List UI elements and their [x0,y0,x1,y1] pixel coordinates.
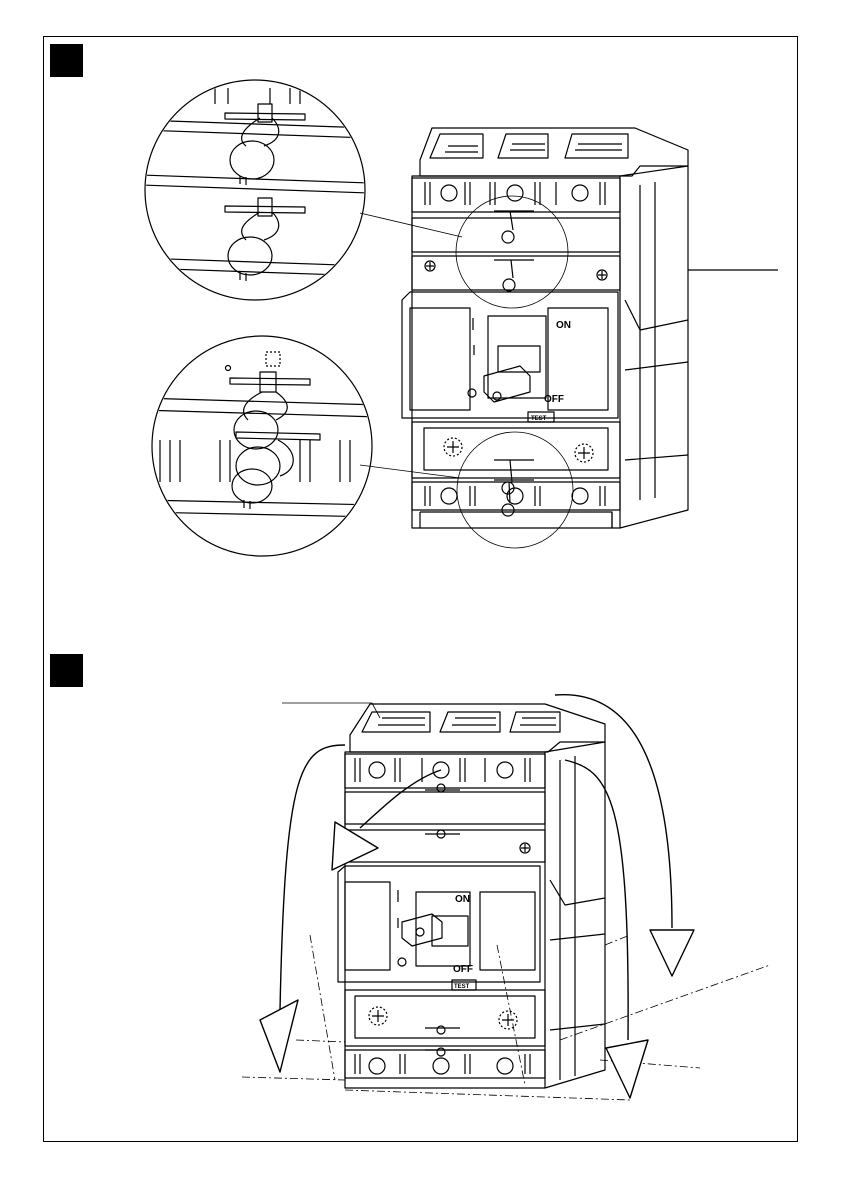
zoom-detail-seals-bottom [140,336,380,556]
off-label: OFF [544,394,564,405]
zoom-detail-seals-top [140,80,370,300]
test-label: TEST [531,416,547,422]
on-label-2: ON [455,894,470,905]
on-label: ON [556,320,571,331]
breaker-figure-1: ON OFF TEST [402,128,778,548]
construction-lines [242,935,770,1100]
breaker-handle-2 [402,914,442,946]
arrow-left-down [280,745,345,1010]
off-label-2: OFF [453,964,473,975]
breaker-figure-2: ON OFF TEST [282,703,605,1088]
test-label-2: TEST [454,984,470,990]
